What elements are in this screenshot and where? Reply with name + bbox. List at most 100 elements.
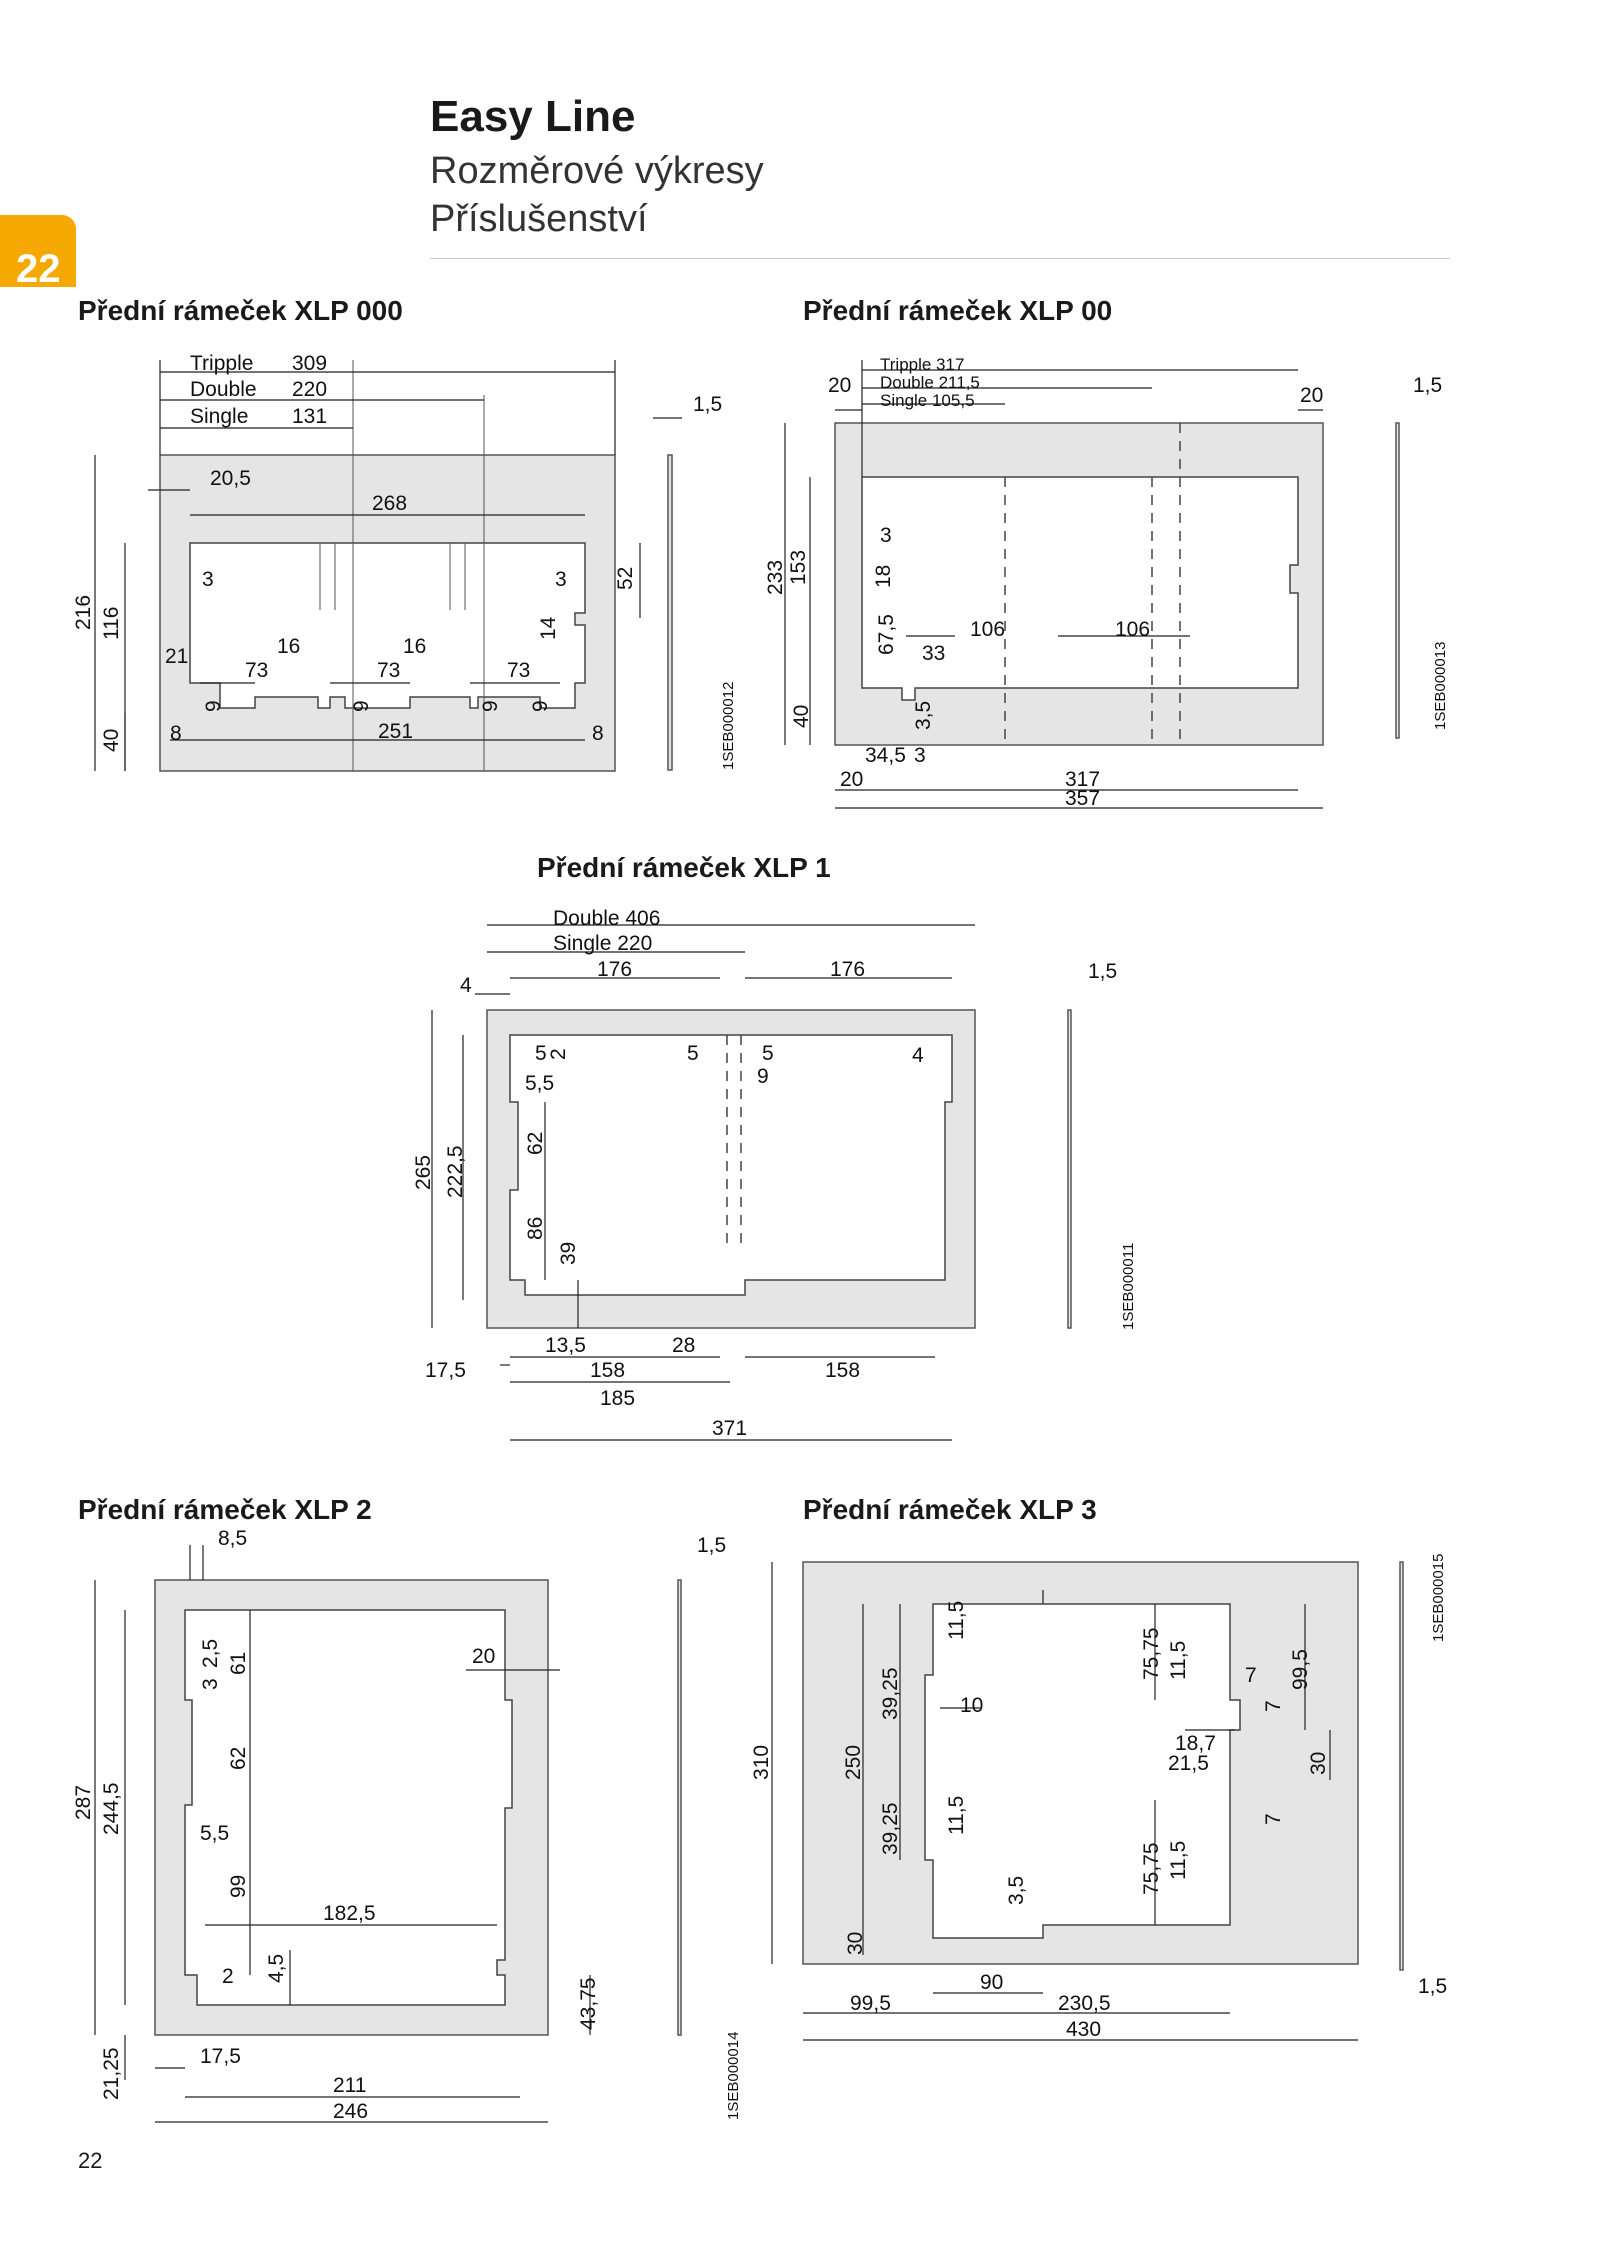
xlp00-dim-106b: 106	[1115, 618, 1150, 641]
xlp3-dim-10: 10	[960, 1694, 983, 1717]
xlp000-dim-309: 309	[292, 352, 327, 375]
xlp2-dim-99: 99	[227, 1875, 250, 1898]
xlp00-dim-106a: 106	[970, 618, 1005, 641]
xlp1-dim-9: 9	[757, 1065, 769, 1088]
page-number: 22	[78, 2148, 103, 2173]
xlp1-cutout	[509, 1034, 953, 1296]
xlp000-dim-40: 40	[100, 729, 123, 752]
xlp00-label-tripple: Tripple 317	[880, 355, 964, 374]
xlp000-dim-16a: 16	[277, 635, 300, 658]
xlp000-label-tripple: Tripple	[190, 352, 253, 375]
xlp1-dim-13-5: 13,5	[545, 1334, 586, 1357]
section-title-xlp1: Přední rámeček XLP 1	[537, 852, 831, 883]
xlp2-dim-61: 61	[227, 1652, 250, 1675]
xlp00-cutout	[861, 476, 1299, 701]
xlp1-dim-176b: 176	[830, 958, 865, 981]
xlp000-dim-21: 21	[165, 645, 188, 668]
header-rule	[430, 258, 1450, 259]
xlp2-dim-244-5: 244,5	[100, 1782, 123, 1835]
xlp3-code: 1SEB000015	[1430, 1554, 1447, 1642]
xlp00-dim-67-5: 67,5	[875, 614, 898, 655]
xlp3-cutout	[924, 1590, 1241, 1939]
xlp00-dim-40: 40	[790, 705, 813, 728]
xlp1-dim-5a: 5	[535, 1042, 547, 1065]
section-title-xlp2: Přední rámeček XLP 2	[78, 1494, 372, 1525]
xlp1-dim-39: 39	[557, 1242, 580, 1265]
xlp00-dim-153: 153	[787, 550, 810, 585]
xlp000-dim-9d: 9	[529, 700, 552, 712]
xlp3-dim-11-5d: 11,5	[1167, 1841, 1190, 1880]
xlp3-dim-75-75a: 75,75	[1140, 1627, 1163, 1680]
xlp00-dim-18: 18	[872, 565, 895, 588]
xlp2-cutout	[184, 1609, 513, 2006]
xlp3-dim-18-7: 18,7	[1175, 1732, 1216, 1755]
xlp1-dim-thickness: 1,5	[1088, 960, 1117, 983]
xlp00-side-profile	[1395, 422, 1400, 739]
xlp000-dim-8b: 8	[592, 722, 604, 745]
xlp3-dim-11-5b: 11,5	[1167, 1641, 1190, 1680]
xlp3-dim-99-5b: 99,5	[850, 1992, 891, 2015]
xlp3-dim-21-5: 21,5	[1168, 1752, 1209, 1775]
section-title-xlp00: Přední rámeček XLP 00	[803, 295, 1113, 326]
xlp00-dim-3: 3	[880, 524, 892, 547]
xlp00-dim-317: 317	[1065, 768, 1100, 791]
xlp1-drawing: Double 406 Single 220 176 176 4 1,5 5 2 …	[412, 907, 1137, 1441]
xlp00-dim-3b: 3	[914, 744, 926, 767]
xlp00-dim-thickness: 1,5	[1413, 374, 1442, 397]
xlp1-dim-4b: 4	[912, 1044, 924, 1067]
page-title: Easy Line	[430, 92, 636, 141]
xlp2-dim-287: 287	[72, 1785, 95, 1820]
xlp000-dim-9c: 9	[479, 700, 502, 712]
xlp00-drawing: Tripple 317 Double 211,5 Single 105,5 20…	[764, 355, 1449, 810]
xlp2-dim-8-5: 8,5	[218, 1527, 247, 1550]
page-subtitle-1: Rozměrové výkresy	[430, 150, 764, 192]
xlp00-label-double: Double 211,5	[880, 373, 980, 392]
xlp000-dim-16b: 16	[403, 635, 426, 658]
chapter-tab: 22	[0, 215, 76, 291]
xlp1-dim-158a: 158	[590, 1359, 625, 1382]
xlp000-drawing: Tripple 309 Double 220 Single 131 1,5 20…	[72, 352, 737, 772]
xlp3-dim-7b: 7	[1262, 1700, 1285, 1712]
xlp1-label-double: Double 406	[553, 907, 660, 930]
xlp3-dim-99-5a: 99,5	[1289, 1649, 1312, 1690]
xlp1-dim-28: 28	[672, 1334, 695, 1357]
xlp2-dim-17-5: 17,5	[200, 2045, 241, 2068]
xlp3-dim-thickness: 1,5	[1418, 1975, 1447, 1998]
xlp3-drawing: 11,5 75,75 11,5 7 99,5 39,25 10 7 18,7 2…	[750, 1554, 1447, 2041]
xlp3-dim-230-5: 230,5	[1058, 1992, 1111, 2015]
xlp000-cutout	[189, 542, 586, 709]
xlp000-dim-116: 116	[100, 607, 123, 640]
xlp1-dim-222-5: 222,5	[444, 1145, 467, 1198]
xlp2-dim-2-5: 2,5	[199, 1639, 222, 1668]
xlp2-dim-182-5: 182,5	[323, 1902, 376, 1925]
xlp1-label-single: Single 220	[553, 932, 652, 955]
xlp2-dim-5-5: 5,5	[200, 1822, 229, 1845]
xlp00-label-single: Single 105,5	[880, 391, 975, 410]
xlp3-dim-11-5a: 11,5	[945, 1601, 968, 1640]
xlp2-dim-3: 3	[199, 1678, 222, 1690]
xlp1-dim-158b: 158	[825, 1359, 860, 1382]
xlp000-label-single: Single	[190, 405, 248, 428]
xlp1-dim-17-5: 17,5	[425, 1359, 466, 1382]
xlp2-drawing: 8,5 1,5 2,5 3 61 20 62 287 244,5 5,5 99 …	[72, 1527, 742, 2123]
xlp00-dim-20c: 20	[840, 768, 863, 791]
xlp000-dim-131: 131	[292, 405, 327, 428]
xlp00-dim-34-5: 34,5	[865, 744, 906, 767]
xlp3-dim-11-5c: 11,5	[945, 1796, 968, 1835]
xlp000-dim-thickness: 1,5	[693, 393, 722, 416]
xlp2-dim-62: 62	[227, 1747, 250, 1770]
xlp000-code: 1SEB000012	[720, 682, 737, 770]
xlp000-dim-9b: 9	[350, 700, 373, 712]
xlp1-dim-5b: 5	[687, 1042, 699, 1065]
xlp3-dim-90: 90	[980, 1971, 1003, 1994]
xlp00-dim-233: 233	[764, 560, 787, 595]
xlp3-dim-310: 310	[750, 1745, 773, 1780]
xlp3-dim-39-25b: 39,25	[879, 1802, 902, 1855]
xlp2-dim-21-25: 21,25	[100, 2047, 123, 2100]
xlp000-dim-73b: 73	[377, 659, 400, 682]
xlp000-dim-73c: 73	[507, 659, 530, 682]
xlp00-dim-33: 33	[922, 642, 945, 665]
xlp2-dim-211: 211	[333, 2074, 366, 2097]
xlp000-dim-3b: 3	[555, 568, 567, 591]
